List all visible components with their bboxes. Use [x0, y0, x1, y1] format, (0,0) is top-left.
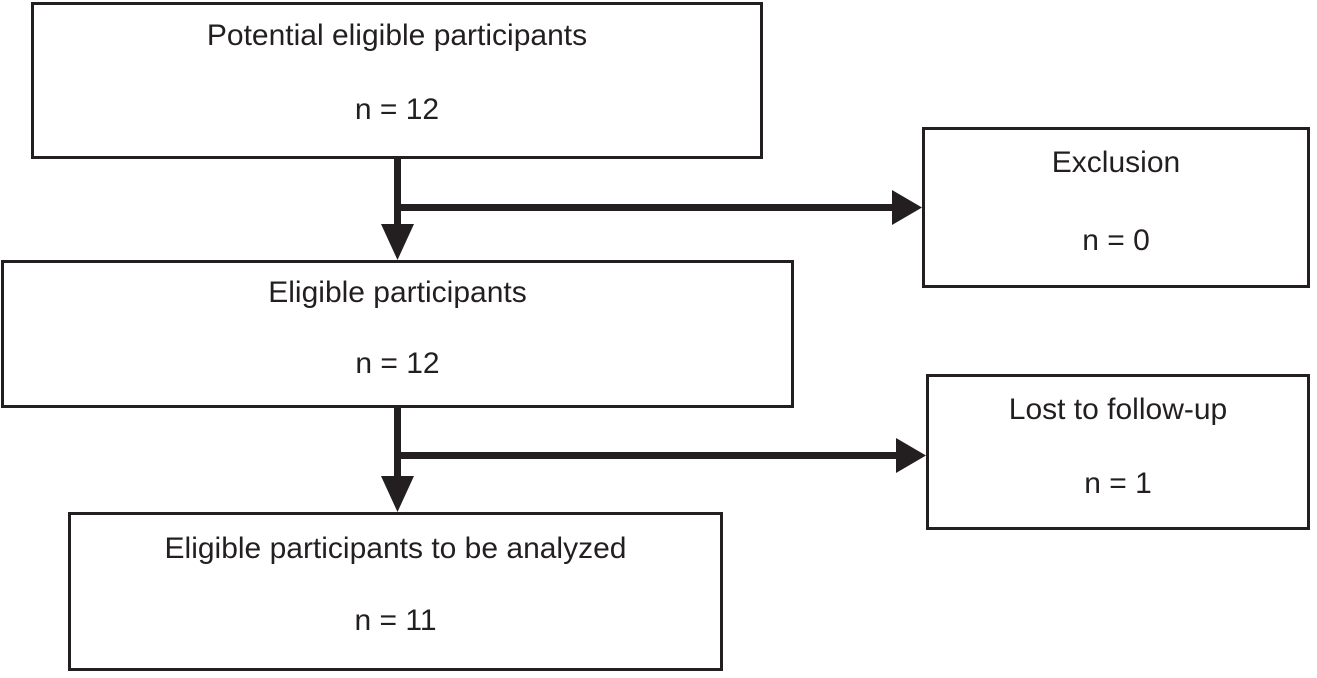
edge-potential-to-eligible [381, 157, 414, 260]
node-count: n = 11 [354, 604, 437, 637]
arrowhead-right-icon [896, 438, 926, 473]
edge-potential-to-exclusion [394, 190, 922, 225]
node-title: Lost to follow-up [1008, 393, 1228, 426]
arrowhead-down-icon [381, 476, 414, 512]
edge-eligible-to-analyzed [381, 407, 414, 512]
node-title: Exclusion [1051, 146, 1181, 179]
edge-eligible-to-lost-to-follow-up [394, 438, 926, 473]
node-title: Eligible participants to be analyzed [164, 532, 627, 565]
node-eligible-participants[interactable]: Eligible participants n = 12 [1, 260, 794, 408]
node-exclusion[interactable]: Exclusion n = 0 [922, 127, 1310, 288]
node-count: n = 1 [1084, 467, 1152, 500]
arrowhead-right-icon [892, 190, 922, 225]
node-count: n = 0 [1082, 224, 1150, 257]
node-potential-eligible-participants[interactable]: Potential eligible participants n = 12 [31, 2, 763, 159]
node-title: Potential eligible participants [206, 19, 588, 52]
node-title: Eligible participants [268, 276, 527, 309]
node-count: n = 12 [355, 347, 440, 380]
node-count: n = 12 [354, 93, 440, 126]
node-eligible-participants-to-be-analyzed[interactable]: Eligible participants to be analyzed n =… [68, 512, 723, 671]
node-lost-to-follow-up[interactable]: Lost to follow-up n = 1 [926, 374, 1310, 530]
arrowhead-down-icon [381, 224, 414, 260]
